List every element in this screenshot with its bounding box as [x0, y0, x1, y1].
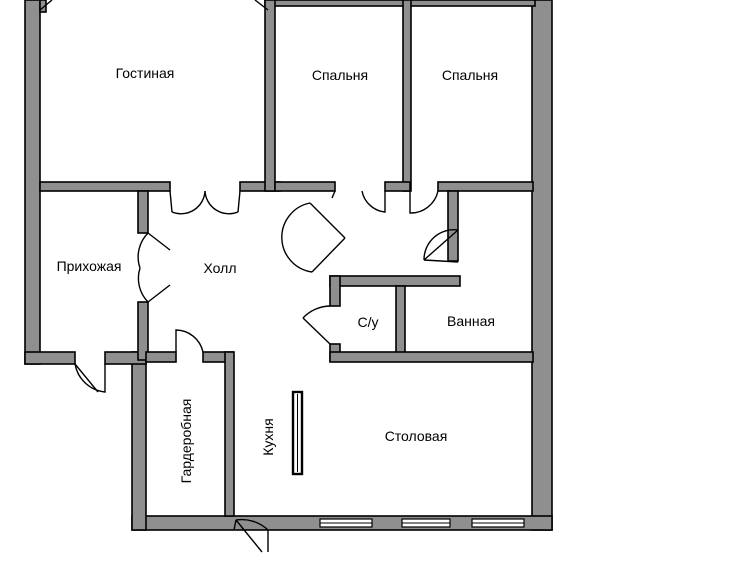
- room-label-bedroom-1: Спальня: [312, 67, 368, 83]
- bedroom-2-south-wall: [437, 181, 534, 192]
- room-label-living-room: Гостиная: [116, 65, 175, 81]
- bedroom-south-wall-middle: [384, 181, 411, 192]
- west-exterior-wall: [24, 0, 41, 365]
- living-room-door-right: [204, 190, 241, 215]
- room-label-toilet: С/у: [358, 314, 379, 330]
- room-label-bathroom: Ванная: [447, 313, 495, 329]
- wardrobe-north-wall-left: [145, 351, 177, 363]
- room-label-entrance-hall: Прихожая: [57, 258, 122, 274]
- wardrobe-door: [175, 329, 204, 353]
- main-entrance-door: [74, 363, 106, 393]
- dining-north-wall: [329, 351, 534, 363]
- room-label-dining-room: Столовая: [385, 428, 448, 444]
- living-room-south-wall-left: [39, 181, 171, 192]
- room-labels: Гостиная Спальня Спальня Прихожая Холл С…: [57, 65, 499, 483]
- toilet-door: [302, 305, 331, 345]
- bedroom-divider-wall: [402, 0, 412, 192]
- entrance-hall-double-door: [137, 232, 171, 303]
- living-room-door-left: [169, 190, 206, 215]
- bedroom-1-south-wall: [274, 181, 336, 192]
- east-exterior-wall: [531, 0, 553, 531]
- living-room-top-left-door: [39, 0, 53, 11]
- room-label-bedroom-2: Спальня: [442, 67, 498, 83]
- bath-block-east-connector: [447, 190, 459, 262]
- corridor-door-left: [281, 202, 346, 273]
- corridor-door-right: [423, 229, 459, 263]
- room-label-wardrobe: Гардеробная: [178, 399, 194, 484]
- entrance-hall-east-wall-top: [137, 190, 149, 234]
- bedroom-2-door: [409, 190, 439, 214]
- kitchen-exit-door: [233, 518, 269, 553]
- living-bedroom-wall: [264, 0, 276, 192]
- living-room-top-right-door: [254, 0, 269, 11]
- windows: [319, 518, 525, 528]
- interior-walls: [39, 0, 534, 517]
- entrance-wall-left: [24, 351, 76, 365]
- room-label-kitchen: Кухня: [260, 418, 276, 455]
- toilet-west-wall-top: [329, 275, 341, 307]
- doors: [39, 0, 459, 553]
- bedroom-1-door: [331, 190, 386, 213]
- toilet-bath-divider: [395, 285, 406, 362]
- north-exterior-wall: [264, 0, 536, 7]
- wardrobe-east-wall: [224, 351, 235, 517]
- southwest-exterior-wall: [131, 351, 147, 531]
- room-label-hall: Холл: [204, 260, 237, 276]
- bath-block-north-wall: [329, 275, 461, 287]
- entrance-hall-east-wall-bottom: [137, 301, 149, 361]
- north-wall-stub-left: [39, 0, 47, 13]
